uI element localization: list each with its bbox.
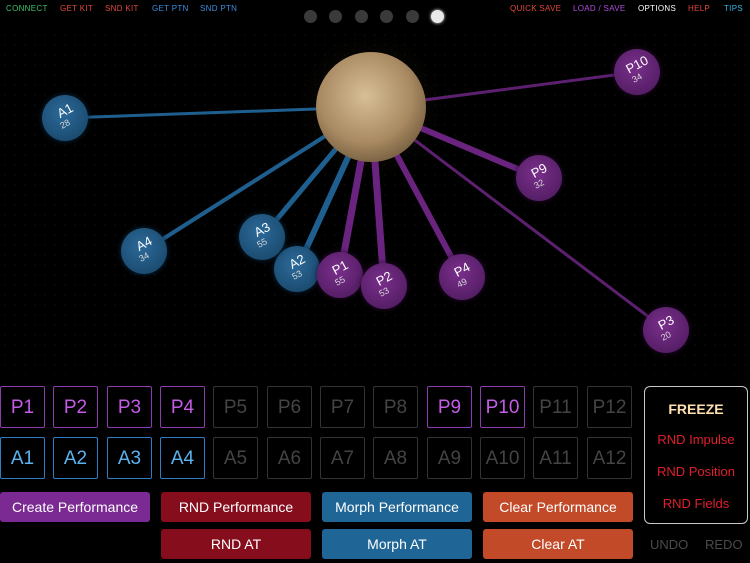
redo-button[interactable]: REDO [705, 537, 743, 552]
node-p10[interactable]: P10 34 [614, 49, 660, 95]
page-dot[interactable] [380, 10, 393, 23]
page-dot[interactable] [329, 10, 342, 23]
p-slot-3[interactable]: P3 [107, 386, 152, 428]
a-slot-10[interactable]: A10 [480, 437, 525, 479]
a-slot-1[interactable]: A1 [0, 437, 45, 479]
page-dot[interactable] [355, 10, 368, 23]
node-canvas[interactable]: A1 28 A2 53 A3 55 A4 34 P1 55 P2 53 P3 2… [0, 0, 750, 375]
clear-at-button[interactable]: Clear AT [483, 529, 633, 559]
create-performance-button[interactable]: Create Performance [0, 492, 150, 522]
rnd-position-button[interactable]: RND Position [656, 464, 736, 479]
quick-save-button[interactable]: QUICK SAVE [510, 4, 562, 13]
node-p1[interactable]: P1 55 [317, 252, 363, 298]
connect-button[interactable]: CONNECT [6, 4, 48, 13]
a-slot-11[interactable]: A11 [533, 437, 578, 479]
a-slot-9[interactable]: A9 [427, 437, 472, 479]
p-slot-8[interactable]: P8 [373, 386, 418, 428]
p-slot-7[interactable]: P7 [320, 386, 365, 428]
p-slot-4[interactable]: P4 [160, 386, 205, 428]
tips-button[interactable]: TIPS [724, 4, 743, 13]
rnd-at-button[interactable]: RND AT [161, 529, 311, 559]
node-p2[interactable]: P2 53 [361, 263, 407, 309]
a-slot-7[interactable]: A7 [320, 437, 365, 479]
snd-kit-button[interactable]: SND KIT [105, 4, 139, 13]
load-save-button[interactable]: LOAD / SAVE [573, 4, 626, 13]
page-dot[interactable] [304, 10, 317, 23]
snd-ptn-button[interactable]: SND PTN [200, 4, 238, 13]
a-slot-8[interactable]: A8 [373, 437, 418, 479]
a-slot-3[interactable]: A3 [107, 437, 152, 479]
a-slot-4[interactable]: A4 [160, 437, 205, 479]
p-slot-2[interactable]: P2 [53, 386, 98, 428]
p-slot-1[interactable]: P1 [0, 386, 45, 428]
p-slot-5[interactable]: P5 [213, 386, 258, 428]
central-sphere[interactable] [316, 52, 426, 162]
help-button[interactable]: HELP [688, 4, 711, 13]
p-slot-11[interactable]: P11 [533, 386, 578, 428]
node-a4[interactable]: A4 34 [121, 228, 167, 274]
rnd-impulse-button[interactable]: RND Impulse [657, 432, 735, 447]
freeze-panel: FREEZE RND Impulse RND Position RND Fiel… [644, 386, 748, 524]
node-p3[interactable]: P3 20 [643, 307, 689, 353]
get-ptn-button[interactable]: GET PTN [152, 4, 189, 13]
rnd-performance-button[interactable]: RND Performance [161, 492, 311, 522]
freeze-button[interactable]: FREEZE [668, 401, 724, 417]
p-slot-10[interactable]: P10 [480, 386, 525, 428]
node-p4[interactable]: P4 49 [439, 254, 485, 300]
a-slot-2[interactable]: A2 [53, 437, 98, 479]
options-button[interactable]: OPTIONS [638, 4, 677, 13]
rnd-fields-button[interactable]: RND Fields [662, 496, 730, 511]
page-dot[interactable] [406, 10, 419, 23]
a-slot-5[interactable]: A5 [213, 437, 258, 479]
a-slot-12[interactable]: A12 [587, 437, 632, 479]
node-a2[interactable]: A2 53 [274, 246, 320, 292]
page-dot-active[interactable] [431, 10, 444, 23]
p-slot-12[interactable]: P12 [587, 386, 632, 428]
p-slot-9[interactable]: P9 [427, 386, 472, 428]
clear-performance-button[interactable]: Clear Performance [483, 492, 633, 522]
a-slot-6[interactable]: A6 [267, 437, 312, 479]
node-a3[interactable]: A3 55 [239, 214, 285, 260]
node-a1[interactable]: A1 28 [42, 95, 88, 141]
undo-button[interactable]: UNDO [650, 537, 689, 552]
morph-at-button[interactable]: Morph AT [322, 529, 472, 559]
node-p9[interactable]: P9 32 [516, 155, 562, 201]
get-kit-button[interactable]: GET KIT [60, 4, 94, 13]
morph-performance-button[interactable]: Morph Performance [322, 492, 472, 522]
page-indicator [304, 10, 448, 26]
p-slot-6[interactable]: P6 [267, 386, 312, 428]
